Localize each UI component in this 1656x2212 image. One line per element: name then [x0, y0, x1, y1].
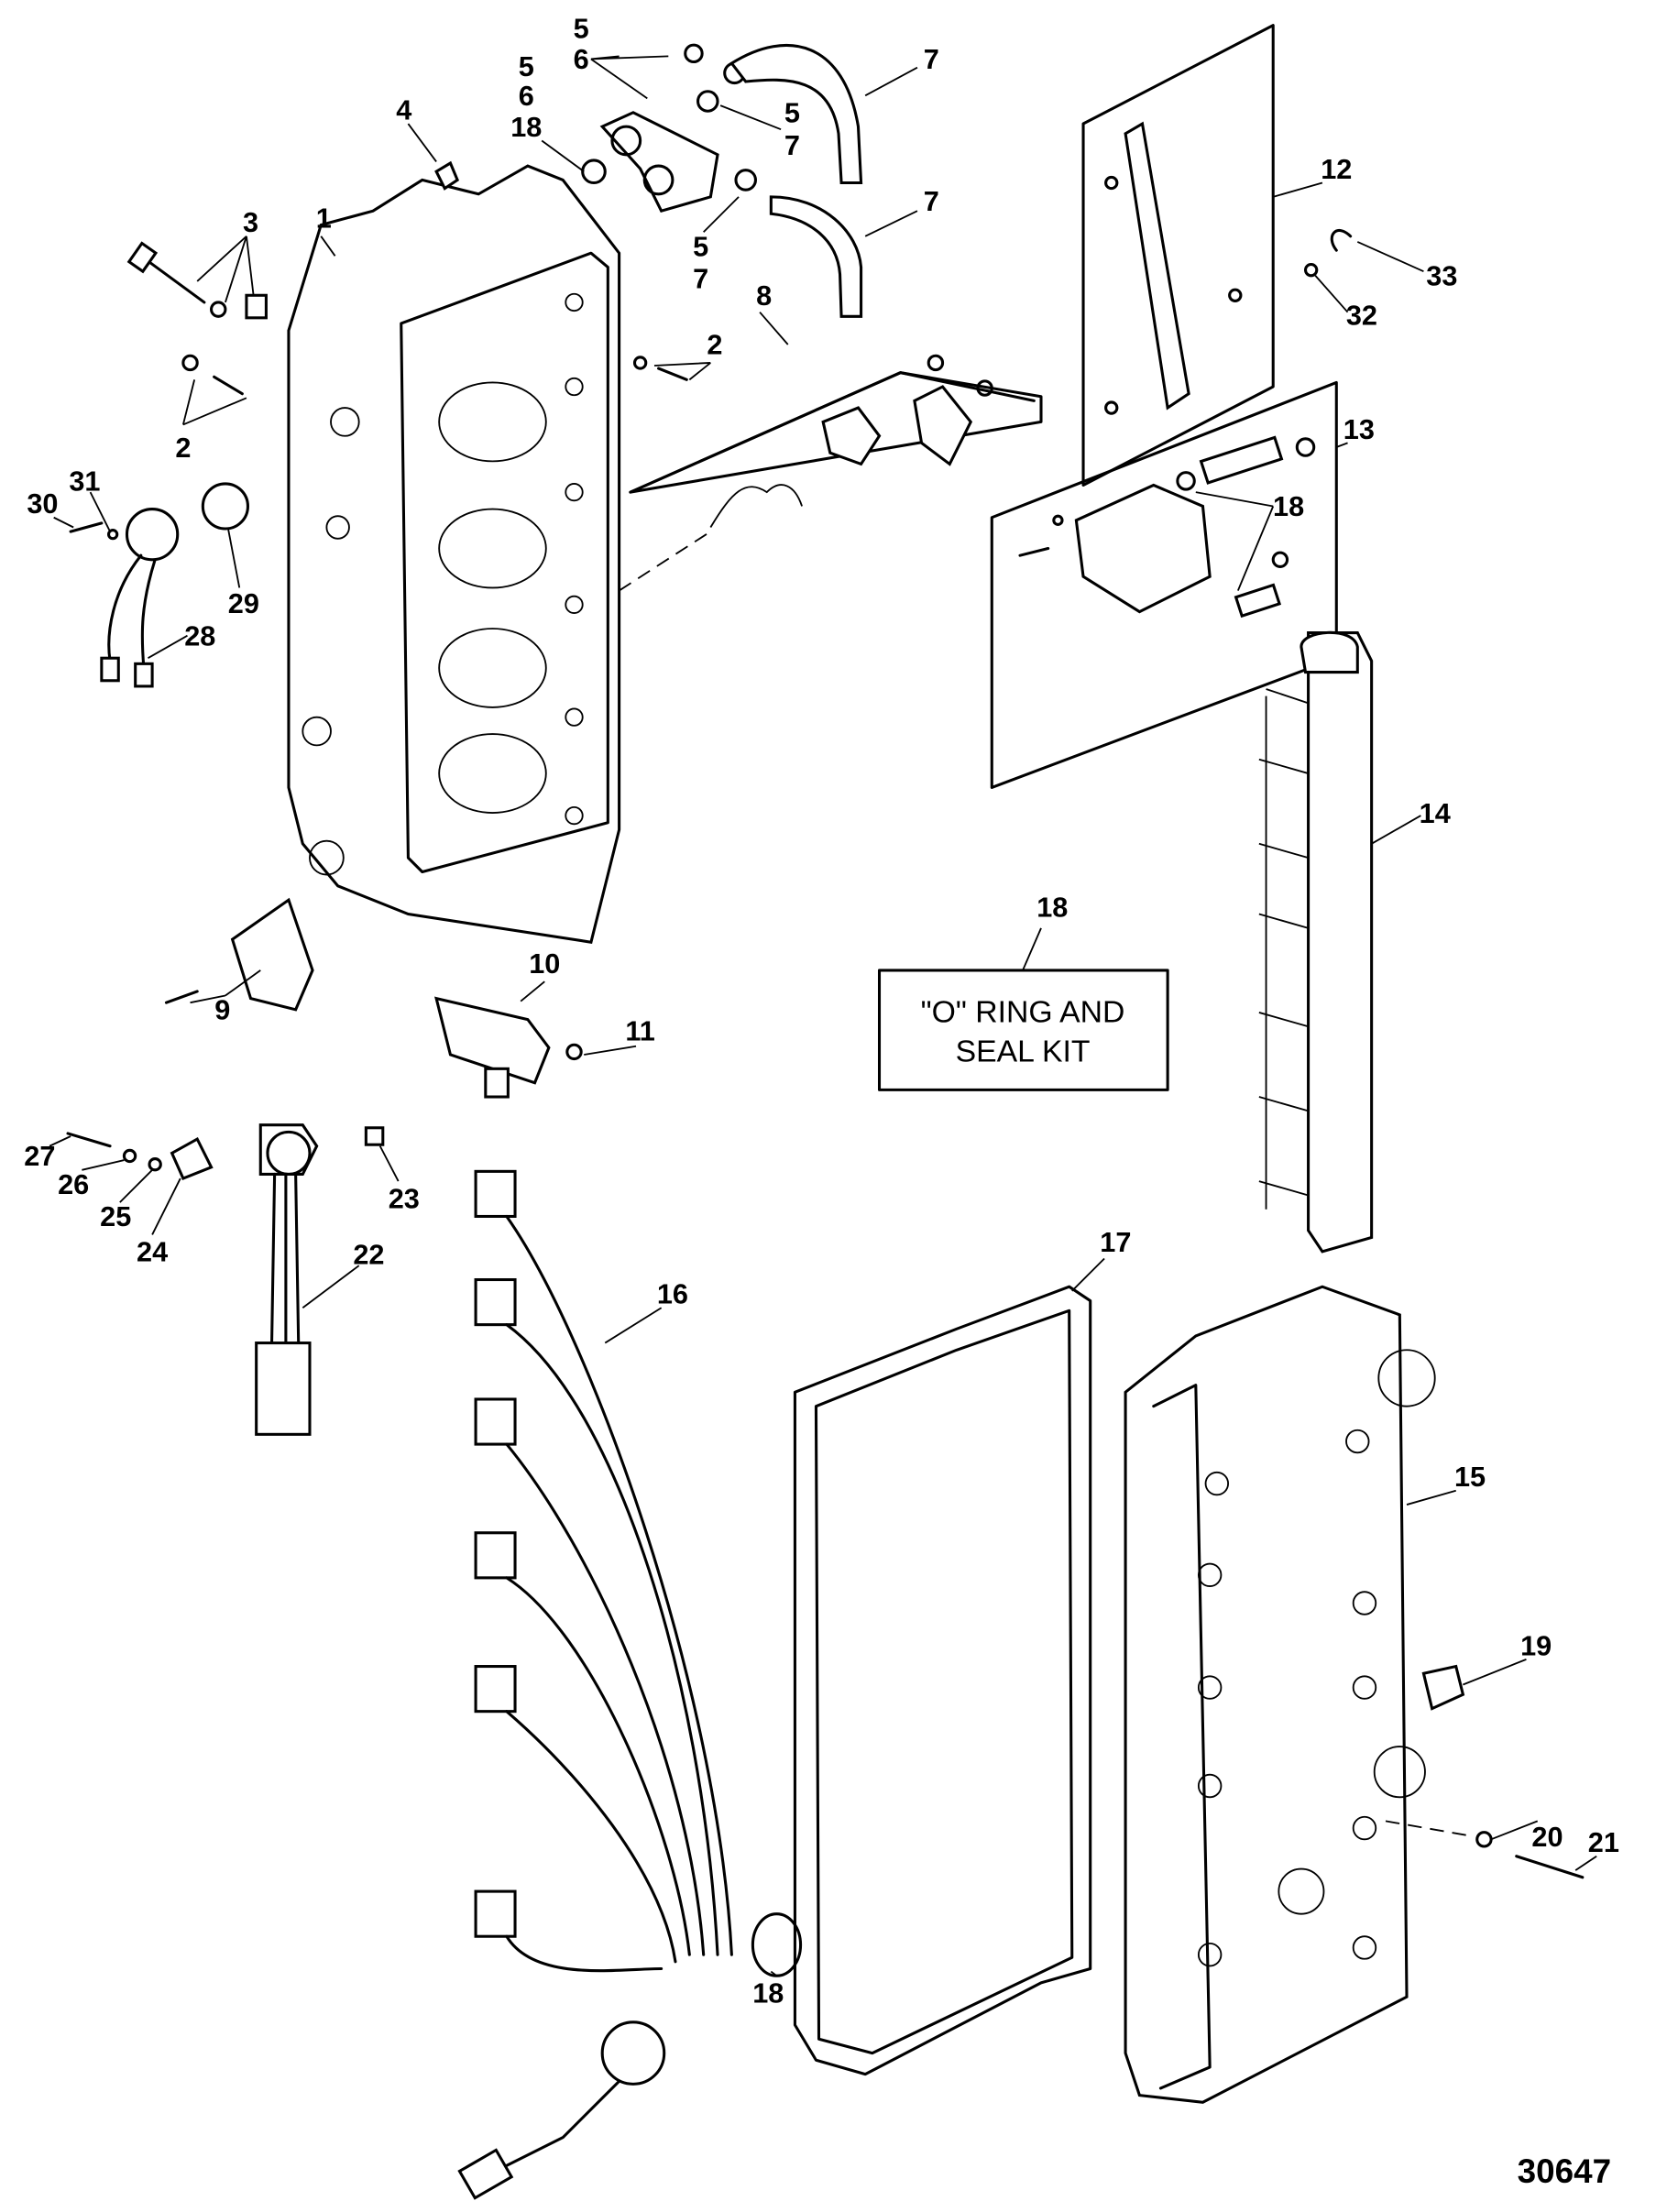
callout-18: 18 [510, 111, 542, 143]
fuel-rail-part-14 [1258, 630, 1374, 1254]
callout-25: 25 [100, 1200, 131, 1232]
callout-3: 3 [243, 206, 258, 238]
callout-17: 17 [1100, 1226, 1131, 1258]
seal-kit-box: "O" RING AND SEAL KIT [877, 969, 1169, 1091]
spacer-part-19 [1421, 1664, 1465, 1711]
callout-24: 24 [137, 1236, 168, 1268]
callout-4: 4 [396, 93, 411, 126]
leader-dashed [619, 531, 711, 592]
callout-18: 18 [752, 1977, 784, 2009]
bolt-part-21 [1515, 1855, 1585, 1879]
leader-dashed [1385, 1820, 1475, 1838]
callout-12: 12 [1321, 153, 1352, 185]
callout-23: 23 [389, 1182, 420, 1214]
callout-7: 7 [924, 185, 939, 217]
callout-14: 14 [1420, 797, 1451, 829]
linkage-panel-part-8 [629, 354, 1043, 528]
callout-11: 11 [625, 1015, 654, 1047]
washer-part-25 [148, 1157, 162, 1172]
washer-part-31 [106, 529, 119, 541]
wiring-harness-part-16 [457, 1169, 733, 2200]
cover-part-15 [1124, 1285, 1436, 2104]
sensor-part-22 [255, 1123, 319, 1436]
injector-part-10 [434, 996, 583, 1099]
callout-9: 9 [214, 994, 230, 1026]
callout-5: 5 [574, 12, 589, 44]
clip-part-24 [170, 1136, 214, 1181]
callout-8: 8 [756, 279, 772, 312]
callout-7: 7 [693, 263, 708, 295]
o-ring-part-18 [751, 1912, 803, 1977]
callout-21: 21 [1588, 1826, 1619, 1858]
callout-29: 29 [228, 587, 259, 619]
callout-20: 20 [1531, 1821, 1563, 1853]
hose-part-7 [729, 43, 863, 185]
sensor-part-28 [100, 508, 180, 688]
nut-part-23 [364, 1126, 385, 1146]
washer-part-26 [122, 1148, 137, 1164]
callout-5: 5 [519, 50, 534, 82]
main-block-part-1 [287, 164, 621, 944]
callout-30: 30 [27, 487, 58, 520]
o-ring-part-29 [201, 482, 249, 531]
callout-15: 15 [1454, 1461, 1486, 1493]
callout-32: 32 [1346, 300, 1377, 332]
figure-number: 30647 [1518, 2152, 1611, 2190]
callout-19: 19 [1520, 1629, 1552, 1661]
hose-part-7 [769, 195, 863, 318]
callout-10: 10 [529, 947, 560, 980]
callout-1: 1 [316, 203, 332, 235]
callout-22: 22 [353, 1239, 384, 1271]
washer-part-32 [1303, 262, 1319, 278]
water-fitting [581, 43, 758, 214]
callout-7: 7 [784, 129, 800, 161]
kit-box-line-1: "O" RING AND [921, 995, 1125, 1030]
fitting-part-4 [434, 160, 460, 191]
screw-part-9 [164, 990, 199, 1004]
callout-16: 16 [657, 1278, 688, 1310]
callout-2: 2 [707, 329, 722, 361]
callout-6: 6 [519, 80, 534, 112]
callout-18: 18 [1036, 892, 1068, 924]
callout-6: 6 [574, 43, 589, 75]
washer-part-20 [1475, 1831, 1493, 1848]
gasket-part-17 [793, 1285, 1092, 2076]
bolt-part-3 [126, 241, 268, 396]
callout-31: 31 [69, 465, 100, 498]
callout-26: 26 [58, 1168, 89, 1200]
callout-27: 27 [24, 1140, 55, 1172]
callout-28: 28 [184, 619, 215, 652]
callout-33: 33 [1426, 260, 1457, 292]
callout-18: 18 [1273, 490, 1304, 522]
callout-5: 5 [784, 97, 800, 129]
callout-2: 2 [175, 432, 191, 464]
kit-box-line-2: SEAL KIT [956, 1035, 1091, 1069]
callout-5: 5 [693, 230, 708, 262]
clip-part-33 [1330, 229, 1353, 252]
cover-plate-part-9 [230, 897, 314, 1012]
screw-part-27 [66, 1132, 112, 1148]
callout-leaders [49, 55, 1597, 1977]
screw-part-30 [69, 521, 104, 533]
callout-13: 13 [1343, 413, 1375, 445]
callout-labels: 1 2 2 3 4 5 6 5 6 18 5 7 5 7 7 7 8 9 10 … [24, 12, 1619, 2009]
link-panel-part-12 [1081, 24, 1275, 487]
callout-7: 7 [924, 43, 939, 75]
